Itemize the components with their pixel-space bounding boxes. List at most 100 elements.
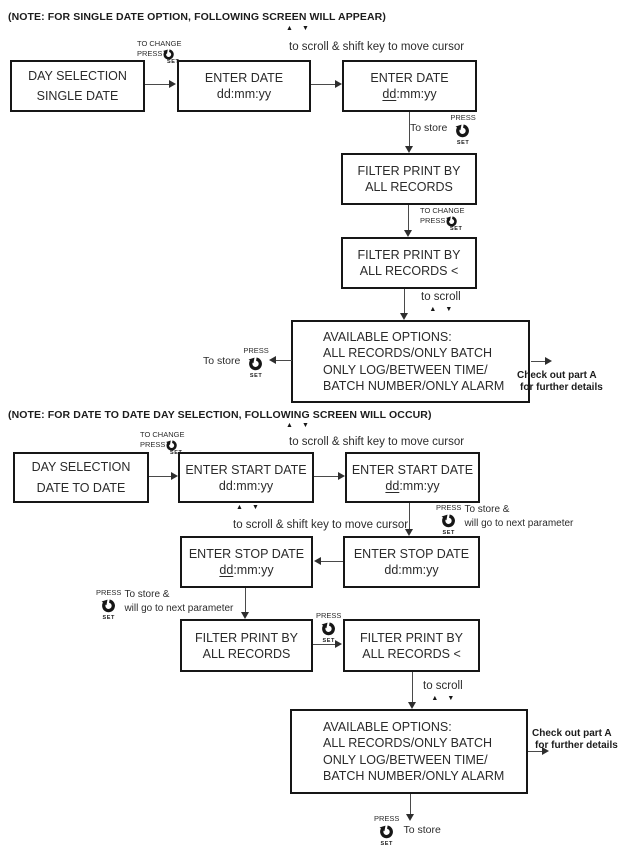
set-knob-icon [455, 124, 469, 137]
screen-enter-start-date: ENTER START DATE dd:mm:yy [178, 452, 314, 503]
up-triangle-icon: ▲ [236, 504, 243, 511]
set-text: SET [442, 529, 455, 536]
label-store-next-2: PRESS SET To store & will go to next par… [96, 588, 233, 621]
arrowhead-right [542, 747, 549, 755]
screen-line: BATCH NUMBER/ONLY ALARM [323, 379, 505, 393]
cursor-field: dd [219, 563, 234, 577]
up-triangle-icon: ▲ [286, 25, 293, 32]
label-store-next-1: PRESS SET To store & will go to next par… [436, 503, 573, 536]
press-text: PRESS [436, 503, 462, 512]
cursor-field: dd [385, 478, 400, 493]
label-to-scroll-1: to scroll ▲ ▼ [421, 291, 461, 313]
connector [410, 794, 411, 815]
screen-line: BATCH NUMBER/ONLY ALARM [323, 769, 505, 783]
screen-line: ENTER DATE [204, 71, 284, 85]
set-text: SET [170, 449, 183, 456]
screen-line: dd:mm:yy [385, 478, 440, 493]
label-scroll-shift-3: to scroll & shift key to move cursor [233, 519, 409, 531]
screen-line: DATE TO DATE [36, 480, 126, 495]
to-scroll-text: to scroll [423, 680, 463, 692]
connector [276, 360, 292, 361]
connector [404, 289, 405, 314]
arrowhead-right [169, 80, 176, 88]
screen-line: ALL RECORDS < [359, 264, 459, 278]
to-change-text: TO CHANGE [420, 206, 465, 215]
scroll-arrows: ▲ ▼ [286, 422, 309, 429]
checkout-text: for further details [535, 739, 618, 751]
checkout-text: Check out part A [532, 728, 612, 739]
screen-line: ENTER STOP DATE [353, 547, 470, 561]
screen-line: FILTER PRINT BY [194, 630, 299, 645]
to-store-text: To store [403, 824, 441, 836]
label-to-scroll-2: to scroll ▲ ▼ [423, 680, 463, 702]
label-to-store-2: To store PRESS SET [203, 346, 269, 379]
arrowhead-right [545, 357, 552, 365]
screen-enter-stop-date-cursor: ENTER STOP DATE dd:mm:yy [180, 536, 313, 588]
set-knob-icon [446, 215, 458, 227]
connector [409, 112, 410, 147]
label-to-store-1: To store PRESS SET [410, 113, 476, 146]
press-text: PRESS [137, 49, 163, 59]
press-text: PRESS [140, 440, 166, 450]
set-knob-icon [163, 48, 175, 60]
screen-line: ALL RECORDS [365, 180, 453, 194]
down-triangle-icon: ▼ [445, 306, 453, 313]
arrowhead-down [400, 313, 408, 320]
to-change-text: TO CHANGE [140, 430, 185, 439]
connector [314, 476, 340, 477]
arrowhead-right [338, 472, 345, 480]
set-text: SET [450, 225, 463, 232]
screen-line: SINGLE DATE [36, 89, 119, 104]
connector [145, 84, 171, 85]
screen-line: ALL RECORDS/ONLY BATCH [323, 346, 493, 360]
press-text: PRESS [374, 814, 400, 823]
screen-line: DAY SELECTION [31, 460, 131, 475]
screen-line: dd:mm:yy [219, 563, 274, 577]
arrowhead-right [171, 472, 178, 480]
to-store-amp-text: To store & [464, 504, 510, 515]
set-knob-icon [441, 514, 455, 527]
down-triangle-icon: ▼ [251, 504, 259, 511]
screen-line: AVAILABLE OPTIONS: [323, 329, 452, 344]
connector [245, 588, 246, 613]
arrowhead-down [405, 146, 413, 153]
screen-line: ALL RECORDS [202, 646, 291, 661]
screen-day-selection-range: DAY SELECTION DATE TO DATE [13, 452, 149, 503]
connector [313, 644, 337, 645]
label-to-change-3: TO CHANGE PRESS SET [140, 430, 185, 456]
set-knob-icon [248, 357, 262, 370]
label-to-change-1: TO CHANGE PRESS SET [137, 39, 181, 64]
screen-line: FILTER PRINT BY [357, 248, 461, 262]
set-text: SET [249, 372, 263, 379]
up-triangle-icon: ▲ [286, 422, 293, 429]
press-text: PRESS [316, 611, 342, 620]
screen-available-options-2: AVAILABLE OPTIONS: ALL RECORDS/ONLY BATC… [290, 709, 528, 794]
connector [528, 751, 543, 752]
screen-line: dd:mm:yy [384, 563, 439, 577]
to-store-amp-text: To store & [124, 589, 170, 600]
arrowhead-down [405, 529, 413, 536]
down-triangle-icon: ▼ [301, 25, 309, 32]
scroll-arrows: ▲ ▼ [236, 504, 259, 511]
to-store-text: To store [203, 355, 241, 367]
set-text: SET [102, 614, 115, 621]
set-text: SET [456, 139, 470, 146]
connector [531, 361, 546, 362]
screen-line: AVAILABLE OPTIONS: [323, 719, 452, 734]
arrowhead-down [408, 702, 416, 709]
note-date-to-date: (NOTE: FOR DATE TO DATE DAY SELECTION, F… [8, 409, 432, 421]
screen-line: ONLY LOG/BETWEEN TIME/ [323, 752, 488, 767]
press-text: PRESS [420, 216, 446, 226]
connector [311, 84, 337, 85]
scroll-arrows: ▲ ▼ [286, 25, 309, 32]
set-text: SET [322, 637, 335, 644]
down-triangle-icon: ▼ [447, 695, 455, 702]
cursor-field: dd [382, 87, 397, 101]
up-triangle-icon: ▲ [429, 306, 437, 313]
screen-filter-print-2: FILTER PRINT BY ALL RECORDS [180, 619, 313, 672]
screen-line: dd:mm:yy [216, 87, 272, 101]
set-knob-icon [166, 439, 178, 451]
screen-line: ONLY LOG/BETWEEN TIME/ [323, 362, 488, 377]
screen-filter-print-selected: FILTER PRINT BY ALL RECORDS < [341, 237, 477, 289]
